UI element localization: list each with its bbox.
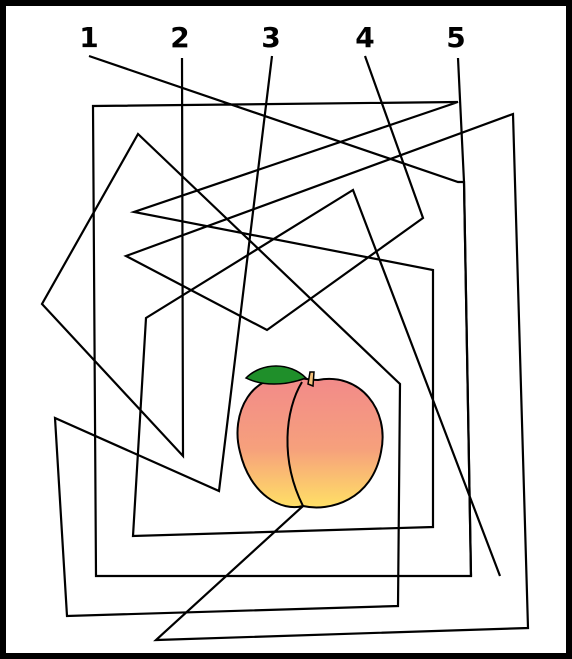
- peach-icon: [238, 366, 383, 507]
- path-5[interactable]: [458, 58, 471, 576]
